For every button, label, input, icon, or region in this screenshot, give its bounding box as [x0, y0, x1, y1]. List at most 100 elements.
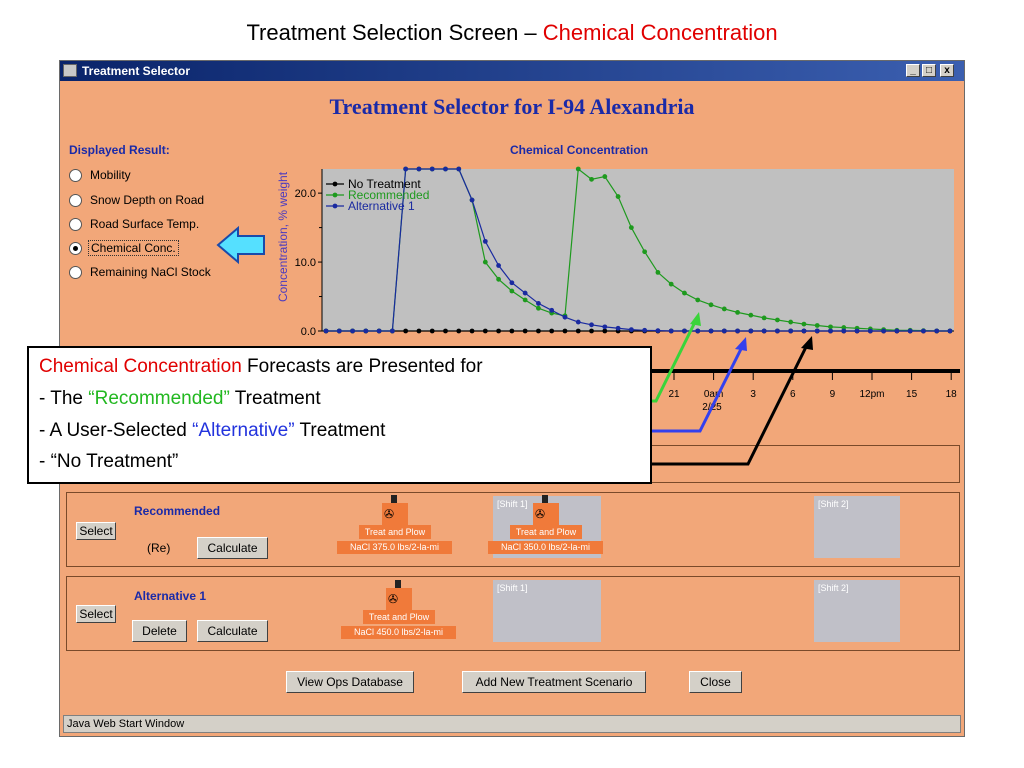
treatment-header	[386, 588, 412, 610]
view-ops-database-button[interactable]: View Ops Database	[286, 671, 414, 693]
select-recommended-button[interactable]: Select	[76, 522, 116, 540]
window-titlebar[interactable]: Treatment Selector _ □ x	[60, 61, 964, 81]
shift-1-slot[interactable]: [Shift 1]	[493, 580, 601, 642]
calculate-recommended-button[interactable]: Calculate	[197, 537, 268, 559]
data-point	[721, 306, 727, 312]
data-point	[788, 328, 794, 334]
data-point	[323, 328, 329, 334]
data-point	[602, 174, 608, 179]
recommended-tag: (Re)	[147, 541, 171, 555]
data-point	[429, 166, 435, 172]
callout-text: Treatment	[294, 420, 386, 441]
data-point	[602, 328, 608, 334]
callout-alternative: “Alternative”	[192, 420, 295, 441]
y-tick-label: 10.0	[295, 257, 316, 269]
data-point	[443, 166, 448, 172]
data-point	[363, 328, 369, 334]
data-point	[894, 328, 900, 334]
treatment-action: Treat and Plow	[510, 525, 582, 539]
data-point	[655, 270, 661, 275]
select-alternative-button[interactable]: Select	[76, 605, 116, 623]
legend-label: Alternative 1	[348, 199, 415, 213]
close-button[interactable]: x	[940, 64, 954, 77]
treatment-header	[382, 503, 408, 525]
data-point	[867, 328, 873, 334]
maximize-button[interactable]: □	[922, 64, 936, 77]
data-point	[536, 301, 541, 306]
x-tick-label: 0am	[704, 389, 723, 400]
data-point	[536, 328, 541, 334]
data-point	[615, 194, 621, 199]
data-point	[469, 197, 475, 203]
callout-box: Chemical Concentration Forecasts are Pre…	[27, 346, 652, 484]
data-point	[589, 328, 594, 334]
slide-title-highlight: Chemical Concentration	[542, 20, 778, 45]
shift-2-slot[interactable]: [Shift 2]	[814, 580, 900, 642]
legend-label: No Treatment	[348, 177, 421, 191]
data-point	[456, 166, 462, 172]
alternative-label: Alternative 1	[134, 589, 207, 603]
treatment-rate: NaCl 375.0 lbs/2-la-mi	[337, 541, 452, 554]
treatment-stem	[542, 495, 548, 505]
treatment-block[interactable]: ✇ Treat and Plow NaCl 450.0 lbs/2-la-mi	[341, 580, 456, 652]
data-point	[549, 328, 555, 334]
data-point	[788, 319, 794, 325]
treatment-action: Treat and Plow	[359, 525, 431, 539]
data-point	[748, 328, 754, 334]
radio-button[interactable]	[69, 169, 82, 182]
y-axis-label: Concentration, % weight	[276, 171, 290, 302]
data-point	[828, 328, 833, 334]
delete-alternative-button[interactable]: Delete	[132, 620, 187, 642]
data-point	[814, 328, 820, 334]
data-point	[575, 319, 581, 325]
data-point	[628, 225, 634, 230]
shift-2-slot[interactable]: [Shift 2]	[814, 496, 900, 558]
data-point	[350, 328, 355, 334]
calculate-alternative-button[interactable]: Calculate	[197, 620, 268, 642]
pointer-arrow-icon	[216, 225, 265, 265]
data-point	[482, 238, 488, 244]
add-new-treatment-scenario-button[interactable]: Add New Treatment Scenario	[462, 671, 646, 693]
radio-label: Mobility	[90, 168, 131, 182]
treatment-rate: NaCl 450.0 lbs/2-la-mi	[341, 626, 456, 639]
radio-button[interactable]	[69, 218, 82, 231]
data-point	[522, 297, 528, 303]
data-point	[708, 328, 714, 334]
treatment-block[interactable]: ✇ Treat and Plow NaCl 375.0 lbs/2-la-mi	[337, 495, 452, 567]
data-point	[907, 328, 913, 334]
callout-text: Treatment	[229, 388, 321, 409]
data-point	[403, 166, 409, 172]
data-point	[668, 328, 674, 334]
radio-label: Road Surface Temp.	[90, 217, 200, 231]
callout-highlight: Chemical Concentration	[39, 356, 242, 377]
callout-line-2: - The “Recommended” Treatment	[39, 388, 321, 410]
data-point	[482, 259, 488, 265]
x-tick-label: 9	[830, 389, 836, 400]
radio-button[interactable]	[69, 266, 82, 279]
data-point	[589, 322, 594, 328]
callout-text: - A User-Selected	[39, 420, 193, 441]
legend-marker	[332, 203, 338, 209]
radio-button[interactable]	[69, 194, 82, 207]
data-point	[496, 328, 501, 334]
data-point	[642, 249, 648, 255]
minimize-button[interactable]: _	[906, 64, 920, 77]
callout-line-4: - “No Treatment”	[39, 451, 179, 472]
data-point	[522, 290, 528, 296]
callout-text: Forecasts are Presented for	[241, 356, 483, 377]
callout-line-1: Chemical Concentration Forecasts are Pre…	[39, 356, 483, 378]
data-point	[536, 305, 541, 311]
data-point	[828, 324, 833, 330]
close-window-button[interactable]: Close	[689, 671, 742, 693]
radio-button-selected[interactable]	[69, 242, 82, 255]
data-point	[389, 328, 395, 334]
callout-recommended: “Recommended”	[88, 388, 230, 409]
data-point	[456, 328, 462, 334]
data-point	[496, 263, 501, 268]
y-tick-label: 20.0	[295, 188, 316, 200]
treatment-block[interactable]: ✇ Treat and Plow NaCl 350.0 lbs/2-la-mi	[488, 495, 603, 567]
data-point	[682, 328, 687, 334]
radio-label: Chemical Conc.	[88, 240, 179, 256]
recommended-label: Recommended	[134, 504, 221, 518]
data-point	[947, 328, 953, 334]
